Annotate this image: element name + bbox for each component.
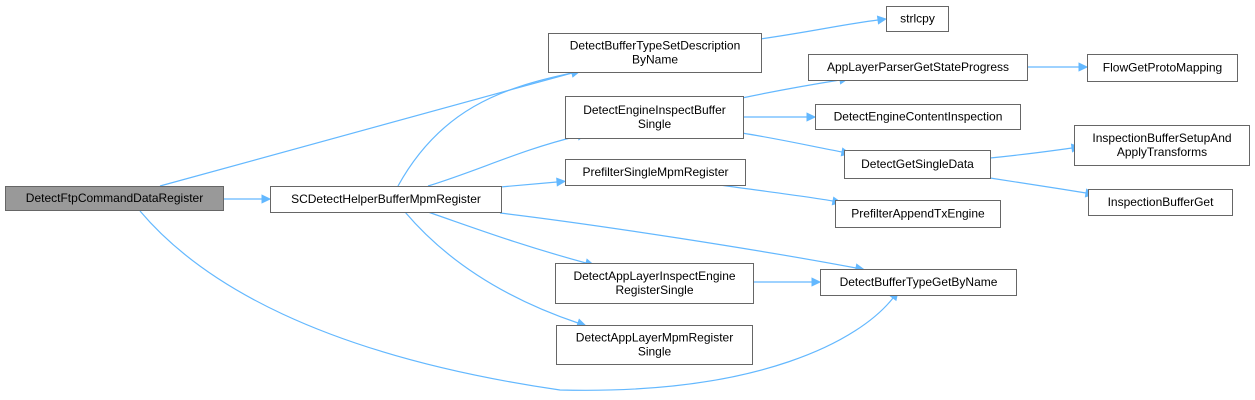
node-label: AppLayerParserGetStateProgress (827, 60, 1009, 74)
node-root[interactable]: DetectFtpCommandDataRegister (5, 186, 224, 211)
node-box (1087, 54, 1238, 82)
node-deci[interactable]: DetectEngineContentInspection (815, 104, 1021, 130)
edge-deibs-to-dgsd (741, 132, 852, 157)
edge-root-to-dbtgbn (139, 210, 899, 391)
edge-alpgsp-to-fgpm (1026, 62, 1089, 72)
edge-line (139, 210, 894, 391)
edge-sc-to-dbtgbn (499, 212, 866, 273)
node-sc[interactable]: SCDetectHelperBufferMpmRegister (270, 186, 502, 213)
edge-sc-to-deibs (427, 131, 587, 187)
node-dbtgbn[interactable]: DetectBufferTypeGetByName (820, 269, 1017, 296)
node-box (844, 150, 991, 179)
node-label: ApplyTransforms (1117, 145, 1207, 159)
edge-root-to-dbtsd (159, 68, 581, 187)
node-pate[interactable]: PrefilterAppendTxEngine (835, 200, 1001, 228)
node-label: PrefilterSingleMpmRegister (582, 165, 728, 179)
node-box (815, 104, 1021, 130)
edge-arrowhead (1078, 62, 1089, 72)
node-box (5, 186, 224, 211)
edge-dalier-to-dbtgbn (752, 277, 822, 287)
edge-line (499, 212, 857, 269)
node-box (565, 96, 744, 139)
node-box (270, 186, 502, 213)
node-label: DetectFtpCommandDataRegister (26, 191, 203, 205)
node-box (835, 200, 1001, 228)
edge-line (427, 135, 579, 187)
node-box (1074, 125, 1250, 166)
node-label: DetectAppLayerMpmRegister (576, 331, 733, 345)
node-box (1088, 189, 1233, 216)
node-label: InspectionBufferGet (1108, 195, 1215, 209)
node-alpgsp[interactable]: AppLayerParserGetStateProgress (808, 54, 1028, 81)
node-strlcpy[interactable]: strlcpy (886, 6, 949, 32)
node-box (886, 6, 949, 32)
edge-line (427, 211, 587, 264)
edge-psmr-to-pate (719, 184, 843, 206)
edge-line (397, 72, 573, 187)
node-dgsd[interactable]: DetectGetSingleData (844, 150, 991, 179)
node-label: DetectEngineInspectBuffer (583, 103, 726, 117)
node-label: FlowGetProtoMapping (1103, 61, 1222, 75)
node-label: DetectEngineContentInspection (834, 110, 1003, 124)
node-label: DetectAppLayerInspectEngine (573, 269, 735, 283)
node-label: Single (638, 345, 672, 359)
node-label: DetectGetSingleData (861, 157, 974, 171)
edge-line (499, 181, 558, 188)
edge-line (404, 211, 579, 324)
node-label: PrefilterAppendTxEngine (851, 207, 985, 221)
edge-arrowhead (876, 15, 888, 25)
node-label: InspectionBufferSetupAnd (1092, 131, 1231, 145)
edge-sc-to-psmr (499, 177, 567, 188)
edge-line (989, 177, 1087, 194)
edge-dbtsd-to-strlcpy (759, 15, 888, 40)
edge-line (159, 72, 573, 187)
edge-line (741, 132, 843, 153)
edge-arrowhead (261, 194, 272, 204)
edge-arrowhead (806, 112, 817, 122)
edge-arrowhead (556, 177, 567, 187)
node-label: DetectBufferTypeSetDescription (570, 39, 741, 53)
node-label: strlcpy (900, 12, 935, 26)
edge-line (989, 147, 1073, 159)
node-box (808, 54, 1028, 81)
node-fgpm[interactable]: FlowGetProtoMapping (1087, 54, 1238, 82)
edge-sc-to-dalier (427, 211, 595, 268)
edge-arrowhead (811, 277, 822, 287)
node-dalier[interactable]: DetectAppLayerInspectEngineRegisterSingl… (555, 263, 754, 304)
edge-line (719, 184, 834, 202)
edge-root-to-sc (222, 194, 272, 204)
edge-sc-to-dbtsd (397, 68, 581, 187)
node-label: ByName (632, 53, 678, 67)
call-graph-nodes: DetectFtpCommandDataRegister SCDetectHelp… (5, 6, 1250, 365)
node-label: RegisterSingle (615, 283, 693, 297)
node-label: SCDetectHelperBufferMpmRegister (291, 192, 481, 206)
node-box (548, 33, 762, 73)
edge-line (759, 19, 879, 40)
node-label: DetectBufferTypeGetByName (840, 275, 998, 289)
node-box (820, 269, 1017, 296)
node-psmr[interactable]: PrefilterSingleMpmRegister (565, 159, 746, 186)
node-ibg[interactable]: InspectionBufferGet (1088, 189, 1233, 216)
node-box (565, 159, 746, 186)
node-box (556, 325, 753, 365)
node-label: Single (638, 117, 672, 131)
edge-dgsd-to-ibg (989, 177, 1096, 198)
node-box (555, 263, 754, 304)
edge-deibs-to-deci (742, 112, 817, 122)
edge-dgsd-to-ibsat (989, 143, 1082, 159)
edge-line (741, 79, 841, 99)
